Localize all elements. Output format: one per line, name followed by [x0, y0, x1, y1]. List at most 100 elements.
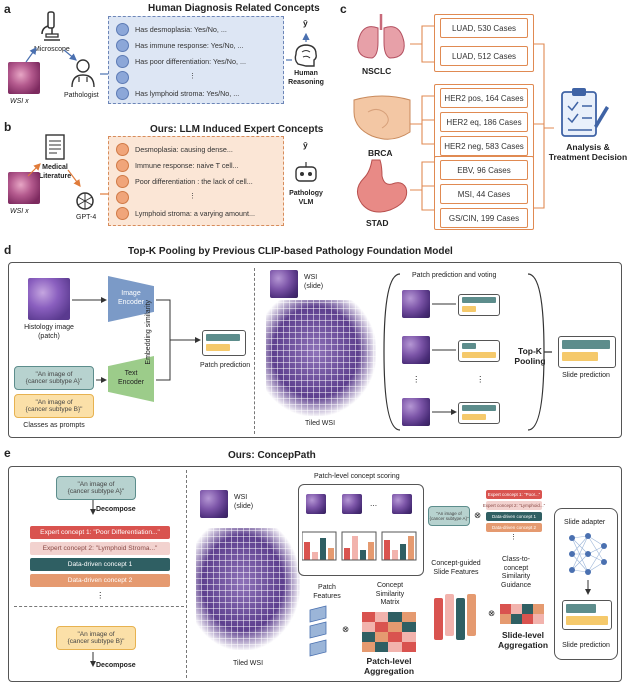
- document-icon: [45, 134, 65, 160]
- prompt-subtype-a-e: "An image of {cancer subtype A}": [56, 476, 136, 500]
- panel-e-divider-h: [14, 606, 184, 607]
- concept-bubble: [116, 143, 129, 156]
- analysis-label: Analysis & Treatment Decision: [548, 142, 628, 162]
- data-driven-concept-1: Data-driven concept 1: [30, 558, 170, 571]
- tiled-wsi-d: [266, 300, 376, 416]
- pathologist-label: Pathologist: [64, 92, 99, 99]
- times-symbol-3: ⊗: [488, 608, 496, 618]
- neural-net-icon: [569, 533, 607, 575]
- concept-text: Poor differentiation : the lack of cell.…: [135, 177, 253, 186]
- concept-similarity-label: Concept Similarity Matrix: [375, 582, 405, 606]
- arrow-to-brain: [286, 32, 310, 61]
- topk-bar-a: [462, 297, 496, 303]
- text-encoder-label: Text Encoder: [117, 370, 145, 386]
- topk-pred-box: [458, 294, 500, 316]
- y-hat-b: ŷ: [303, 140, 308, 150]
- adapter-box: [554, 508, 618, 660]
- topk-patch: [402, 336, 430, 364]
- scoring-patch: [342, 494, 362, 514]
- case-box: LUAD, 530 Cases: [440, 18, 528, 38]
- concept-text: Has desmoplasia: Yes/No, ...: [135, 25, 227, 34]
- mini-dots: ⋮: [510, 534, 517, 541]
- expert-concept-1: Expert concept 1: "Poor Differentiation.…: [30, 526, 170, 539]
- similarity-matrix: [362, 612, 416, 652]
- scoring-patch: [306, 494, 326, 514]
- encoder-arrows: [72, 297, 201, 383]
- slide-adapter-label: Slide adapter: [564, 519, 606, 526]
- slide-prediction-box-d: [558, 336, 616, 368]
- concept-bubble: [116, 71, 129, 84]
- prompt-subtype-a: "An image of {cancer subtype A}": [14, 366, 94, 390]
- panel-b-letter: b: [4, 120, 12, 134]
- concept-text: Desmoplasia: causing dense...: [135, 145, 233, 154]
- slide-prediction-label-d: Slide prediction: [562, 372, 610, 379]
- case-box: MSI, 44 Cases: [440, 184, 528, 204]
- wsi-thumbnail-a: [8, 62, 40, 94]
- mini-concept-3: Data-driven concept 1: [486, 512, 542, 521]
- tiled-wsi-label-d: Tiled WSI: [304, 420, 336, 427]
- slide-feature-bars: [434, 594, 476, 640]
- mini-concept-2: Expert concept 2: "Lymphoid...": [482, 501, 546, 510]
- small-prompt: "An image of {cancer subtype A}": [428, 506, 470, 526]
- wsi-slide-label-d: WSI (slide): [304, 274, 324, 290]
- topk-bar-b: [462, 352, 496, 358]
- wsi-thumbnail-d: [270, 270, 298, 298]
- concept-ellipsis: ⋮: [189, 191, 197, 200]
- concept-bubble: [116, 39, 129, 52]
- prompt-subtype-b-e: "An image of {cancer subtype B}": [56, 626, 136, 650]
- patch-aggregation-label: Patch-level Aggregation: [363, 656, 415, 676]
- patch-features-label: Patch Features: [313, 584, 341, 600]
- panel-a-letter: a: [4, 2, 11, 16]
- tiled-wsi-e: [196, 528, 300, 650]
- class-to-concept-label: Class-to- concept Similarity Guidance: [501, 556, 531, 589]
- y-hat-a: ŷ: [303, 18, 308, 28]
- wsi-label-b: WSI x: [10, 208, 29, 215]
- gpt-label: GPT-4: [76, 214, 97, 221]
- concept-text: Has lymphoid stroma: Yes/No, ...: [135, 89, 240, 98]
- concept-bubble: [116, 55, 129, 68]
- wsi-label-a: WSI x: [10, 98, 29, 105]
- decompose-label-2: Decompose: [96, 662, 136, 669]
- concept-guided-label: Concept-guided Slide Features: [431, 560, 481, 576]
- stomach-icon: [357, 159, 408, 213]
- scoring-patch: [392, 494, 412, 514]
- scoring-dots: ...: [370, 498, 378, 508]
- panel-e-title: Ours: ConcepPath: [228, 450, 316, 461]
- topk-arrows: [432, 303, 460, 426]
- brain-icon: [294, 44, 317, 67]
- panel-b-title: Ours: LLM Induced Expert Concepts: [150, 124, 324, 135]
- embedding-similarity-label: Embedding similarity: [145, 300, 152, 365]
- bracket-lines-c: [410, 25, 436, 211]
- topk-patch: [402, 398, 430, 426]
- patch-prediction-label: Patch prediction: [200, 362, 251, 369]
- topk-pred-box: [458, 340, 500, 362]
- concept-bubble: [116, 175, 129, 188]
- times-symbol-1: ⊗: [342, 624, 350, 634]
- bracket-d-left: [383, 273, 401, 431]
- histology-patch: [28, 278, 70, 320]
- brca-label: BRCA: [368, 148, 393, 158]
- expert-concept-2: Expert concept 2: "Lymphoid Stroma...": [30, 542, 170, 555]
- wsi-slide-label-e: WSI (slide): [234, 494, 254, 510]
- concept-text: Has immune response: Yes/No, ...: [135, 41, 244, 50]
- slide-e-bar-b: [566, 616, 608, 625]
- medical-literature-label: Medical Literature: [38, 164, 72, 180]
- topk-bar-a: [462, 343, 476, 349]
- slide-prediction-label-e: Slide prediction: [562, 642, 610, 649]
- panel-c-letter: c: [340, 2, 347, 16]
- wsi-thumbnail-b: [8, 172, 40, 204]
- patch-scoring-box: [298, 484, 424, 576]
- decompose-label-1: Decompose: [96, 506, 136, 513]
- clipboard-icon: [561, 88, 609, 137]
- topk-pooling-label: Top-K Pooling: [514, 346, 546, 366]
- patch-scoring-label: Patch-level concept scoring: [314, 473, 400, 480]
- voting-label: Patch prediction and voting: [412, 272, 497, 279]
- human-concepts-box: Has desmoplasia: Yes/No, ... Has immune …: [108, 16, 284, 104]
- concept-text: Has poor differentiation: Yes/No, ...: [135, 57, 246, 66]
- classes-label: Classes as prompts: [23, 422, 85, 429]
- bracket-d-right: [527, 273, 552, 431]
- case-box: GS/CIN, 199 Cases: [440, 208, 528, 228]
- concept-bubble: [116, 191, 129, 204]
- topk-bar-a: [462, 405, 496, 411]
- score-histograms: [302, 531, 417, 561]
